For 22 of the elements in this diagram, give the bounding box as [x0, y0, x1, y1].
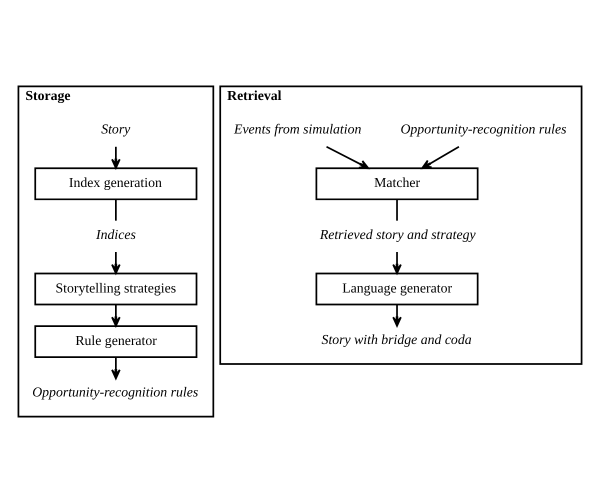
node-box: Language generator: [316, 272, 479, 305]
node-text: Indices: [96, 226, 136, 242]
node-box: Index generation: [34, 166, 198, 200]
node-text: Opportunity-recognition rules: [400, 121, 566, 136]
connector: [396, 198, 398, 220]
connector: [115, 198, 117, 220]
node-box: Matcher: [316, 166, 479, 200]
arrow: [421, 146, 460, 169]
node-text: Story: [101, 121, 130, 136]
arrow: [111, 304, 121, 326]
arrow: [326, 146, 370, 169]
node-text: Retrieved story and strategy: [320, 226, 476, 242]
arrow: [111, 252, 121, 274]
arrow: [392, 252, 402, 274]
arrow: [111, 146, 121, 168]
arrow: [392, 304, 402, 326]
arrow: [111, 356, 121, 379]
node-box: Rule generator: [34, 324, 198, 358]
node-box: Storytelling strategies: [34, 272, 198, 305]
node-text: Opportunity-recognition rules: [32, 384, 198, 400]
node-text: Story with bridge and coda: [322, 332, 472, 347]
node-text: Events from simulation: [234, 121, 362, 136]
